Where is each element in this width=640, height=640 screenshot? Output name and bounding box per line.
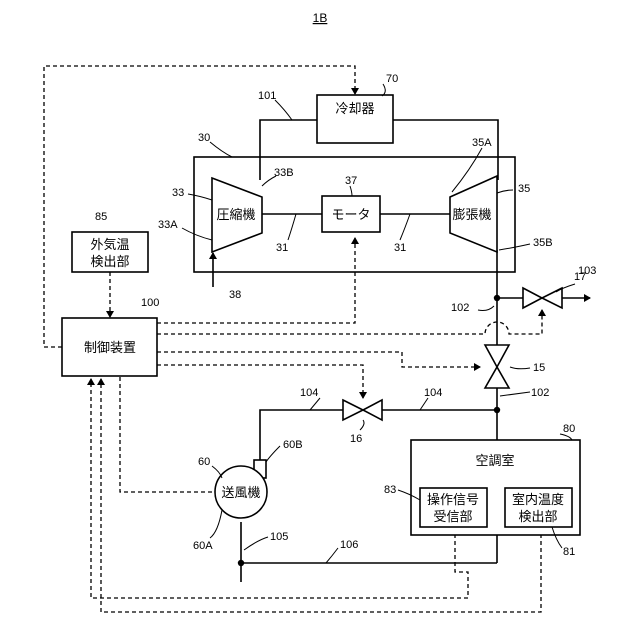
ref-label: 33A	[158, 219, 178, 231]
ref-label: 102	[531, 387, 549, 399]
ref-label: 60B	[283, 439, 303, 451]
ref-label: 35A	[472, 137, 492, 149]
outside-temp-label-2: 検出部	[90, 255, 129, 270]
ref-label: 106	[340, 539, 358, 551]
controller-label: 制御装置	[84, 341, 136, 356]
ref-label: 60A	[193, 540, 213, 552]
junction-dot	[238, 560, 244, 566]
ref-label: 35B	[533, 237, 553, 249]
ref-label: 60	[198, 456, 210, 468]
ref-label: 83	[384, 484, 396, 496]
ref-label: 101	[258, 90, 276, 102]
ref-label: 100	[141, 297, 159, 309]
ref-label: 80	[563, 423, 575, 435]
ref-label: 102	[451, 302, 469, 314]
valve-16	[343, 400, 382, 420]
ref-label: 70	[386, 73, 398, 85]
cooler-label: 冷却器	[335, 102, 374, 117]
ref-label: 85	[95, 211, 107, 223]
ref-label: 103	[578, 265, 596, 277]
room-temp-label-1: 室内温度	[512, 492, 564, 508]
blower-label: 送風機	[221, 486, 260, 501]
ref-label: 31	[276, 242, 288, 254]
expander-label: 膨張機	[452, 208, 491, 223]
motor-label: モータ	[331, 208, 370, 223]
ref-label: 33	[172, 187, 184, 199]
valve-15	[485, 345, 509, 388]
ref-label: 15	[533, 362, 545, 374]
op-signal-label-2: 受信部	[433, 510, 472, 525]
compressor-label: 圧縮機	[216, 207, 255, 223]
valve-17	[523, 288, 562, 308]
ref-label: 35	[518, 183, 530, 195]
ref-label: 38	[229, 289, 241, 301]
ref-label: 31	[394, 242, 406, 254]
ref-label: 33B	[274, 167, 294, 179]
junction-dot	[494, 295, 500, 301]
outside-temp-label-1: 外気温	[90, 237, 129, 253]
ref-label: 37	[345, 175, 357, 187]
figure-title: 1B	[313, 11, 328, 25]
ref-label: 104	[300, 387, 318, 399]
junction-dot	[494, 407, 500, 413]
ref-label: 81	[563, 546, 575, 558]
op-signal-label-1: 操作信号	[427, 492, 479, 508]
room-label: 空調室	[475, 453, 514, 469]
ref-label: 105	[270, 531, 288, 543]
ref-label: 30	[198, 132, 210, 144]
room-temp-label-2: 検出部	[518, 510, 557, 525]
ref-label: 104	[424, 387, 442, 399]
ref-label: 16	[350, 433, 362, 445]
